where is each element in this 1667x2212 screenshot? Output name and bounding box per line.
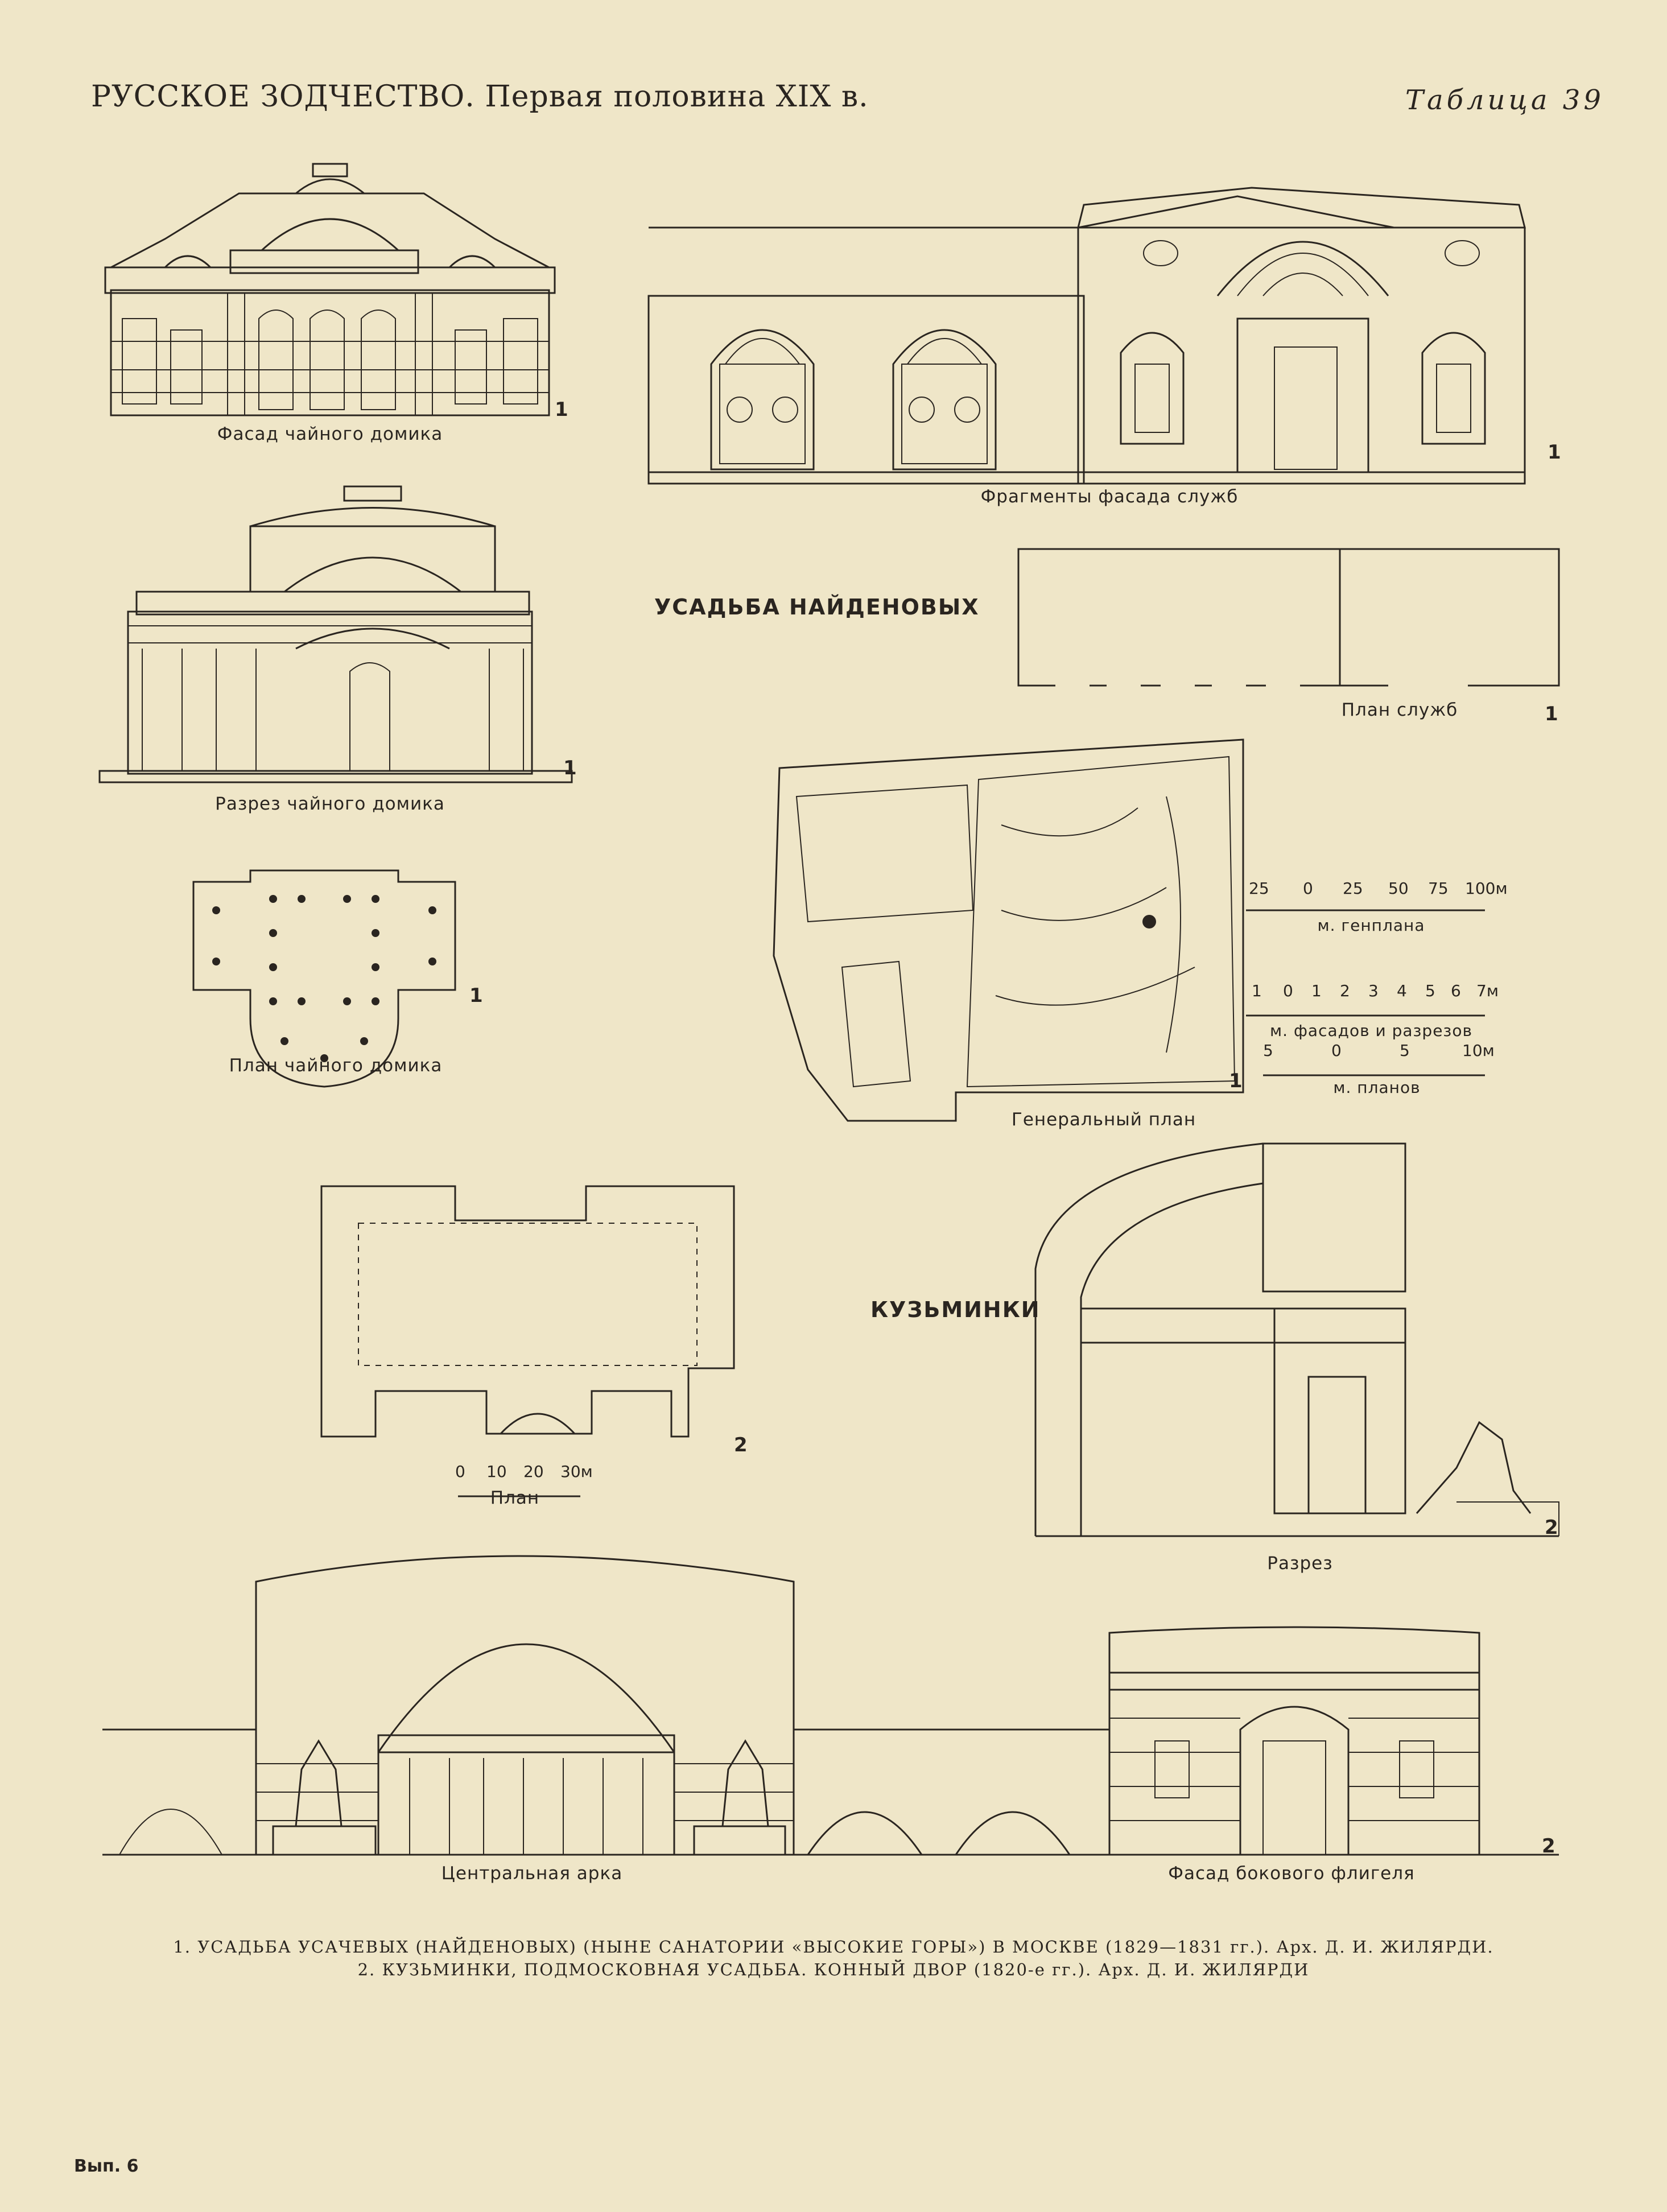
kuzminki-plan-drawing	[320, 1185, 735, 1438]
scale-label-facades: м. фасадов и разрезов	[1270, 1021, 1472, 1040]
scale-tick-label: 3	[1368, 981, 1379, 1000]
tea-house-facade-drawing	[104, 163, 556, 416]
side-wing-facade-drawing	[1108, 1626, 1480, 1856]
scale-tick-label: 100м	[1465, 879, 1508, 898]
caption-service-plan: План служб	[1341, 700, 1458, 720]
scale-tick-label: 75	[1428, 879, 1449, 898]
scale-tick-label: 4	[1397, 981, 1407, 1000]
caption-tea-house-plan: План чайного домика	[229, 1055, 443, 1076]
issue-number: Вып. 6	[74, 2156, 139, 2176]
scale-tick-label: 5	[1425, 981, 1435, 1000]
scale-bars	[458, 909, 1485, 1497]
figure-number: 1	[1548, 441, 1561, 464]
caption-kuzminki-plan: План	[490, 1488, 540, 1508]
scale-tick-label: 5	[1263, 1041, 1273, 1060]
service-plan-drawing	[1017, 548, 1560, 691]
scale-label-general-plan: м. генплана	[1317, 916, 1425, 935]
figure-number: 2	[1545, 1516, 1558, 1539]
figure-number: 1	[1229, 1070, 1243, 1092]
scale-tick-label: 0	[455, 1462, 465, 1481]
caption-central-arch: Центральная арка	[441, 1863, 623, 1884]
section-title-naydenov: УСАДЬБА НАЙДЕНОВЫХ	[654, 595, 980, 620]
scale-tick-label: 6	[1451, 981, 1461, 1000]
figure-number: 2	[1542, 1835, 1555, 1858]
figure-number: 1	[469, 984, 483, 1007]
tea-house-plan-drawing	[192, 869, 456, 1088]
scale-tick-label: 2	[1340, 981, 1350, 1000]
caption-tea-house-facade: Фасад чайного домика	[217, 424, 443, 444]
scale-tick-label: 5	[1400, 1041, 1410, 1060]
caption-side-wing-facade: Фасад бокового флигеля	[1168, 1863, 1415, 1884]
caption-service-facade: Фрагменты фасада служб	[980, 486, 1239, 507]
table-number: Таблица 39	[1405, 84, 1604, 116]
scale-tick-label: 10	[486, 1462, 507, 1481]
figure-number: 2	[734, 1434, 748, 1456]
figure-number: 1	[563, 757, 577, 779]
scale-tick-label: 0	[1331, 1041, 1342, 1060]
scale-tick-label: 1	[1311, 981, 1322, 1000]
scale-tick-label: 0	[1283, 981, 1293, 1000]
scale-label-plans: м. планов	[1333, 1078, 1421, 1097]
scale-tick-label: 50	[1388, 879, 1409, 898]
scale-tick-label: 0	[1303, 879, 1313, 898]
scale-tick-label: 1	[1252, 981, 1262, 1000]
caption-tea-house-section: Разрез чайного домика	[215, 794, 445, 814]
scale-tick-label: 10м	[1462, 1041, 1495, 1060]
general-plan-drawing	[773, 738, 1244, 1122]
service-facade-drawing	[647, 187, 1526, 485]
central-arch-drawing	[102, 1555, 1559, 1856]
scale-tick-label: 7м	[1476, 981, 1499, 1000]
footer-line-2: 2. КУЗЬМИНКИ, ПОДМОСКОВНАЯ УСАДЬБА. КОНН…	[357, 1960, 1310, 1979]
caption-kuzminki-section: Разрез	[1267, 1553, 1333, 1574]
scale-tick-label: 25	[1343, 879, 1363, 898]
caption-general-plan: Генеральный план	[1011, 1109, 1196, 1130]
figure-number: 1	[555, 398, 568, 421]
scale-tick-label: 30м	[560, 1462, 593, 1481]
kuzminki-section-drawing	[1034, 1142, 1559, 1537]
section-title-kuzminki: КУЗЬМИНКИ	[870, 1297, 1041, 1322]
footer-line-1: 1. УСАДЬБА УСАЧЕВЫХ (НАЙДЕНОВЫХ) (НЫНЕ С…	[173, 1937, 1494, 1957]
figure-number: 1	[1545, 703, 1558, 725]
tea-house-section-drawing	[98, 485, 573, 783]
scale-tick-label: 20	[523, 1462, 544, 1481]
plate-title: РУССКОЕ ЗОДЧЕСТВО. Первая половина XIX в…	[91, 80, 869, 114]
scale-tick-label: 25	[1249, 879, 1269, 898]
